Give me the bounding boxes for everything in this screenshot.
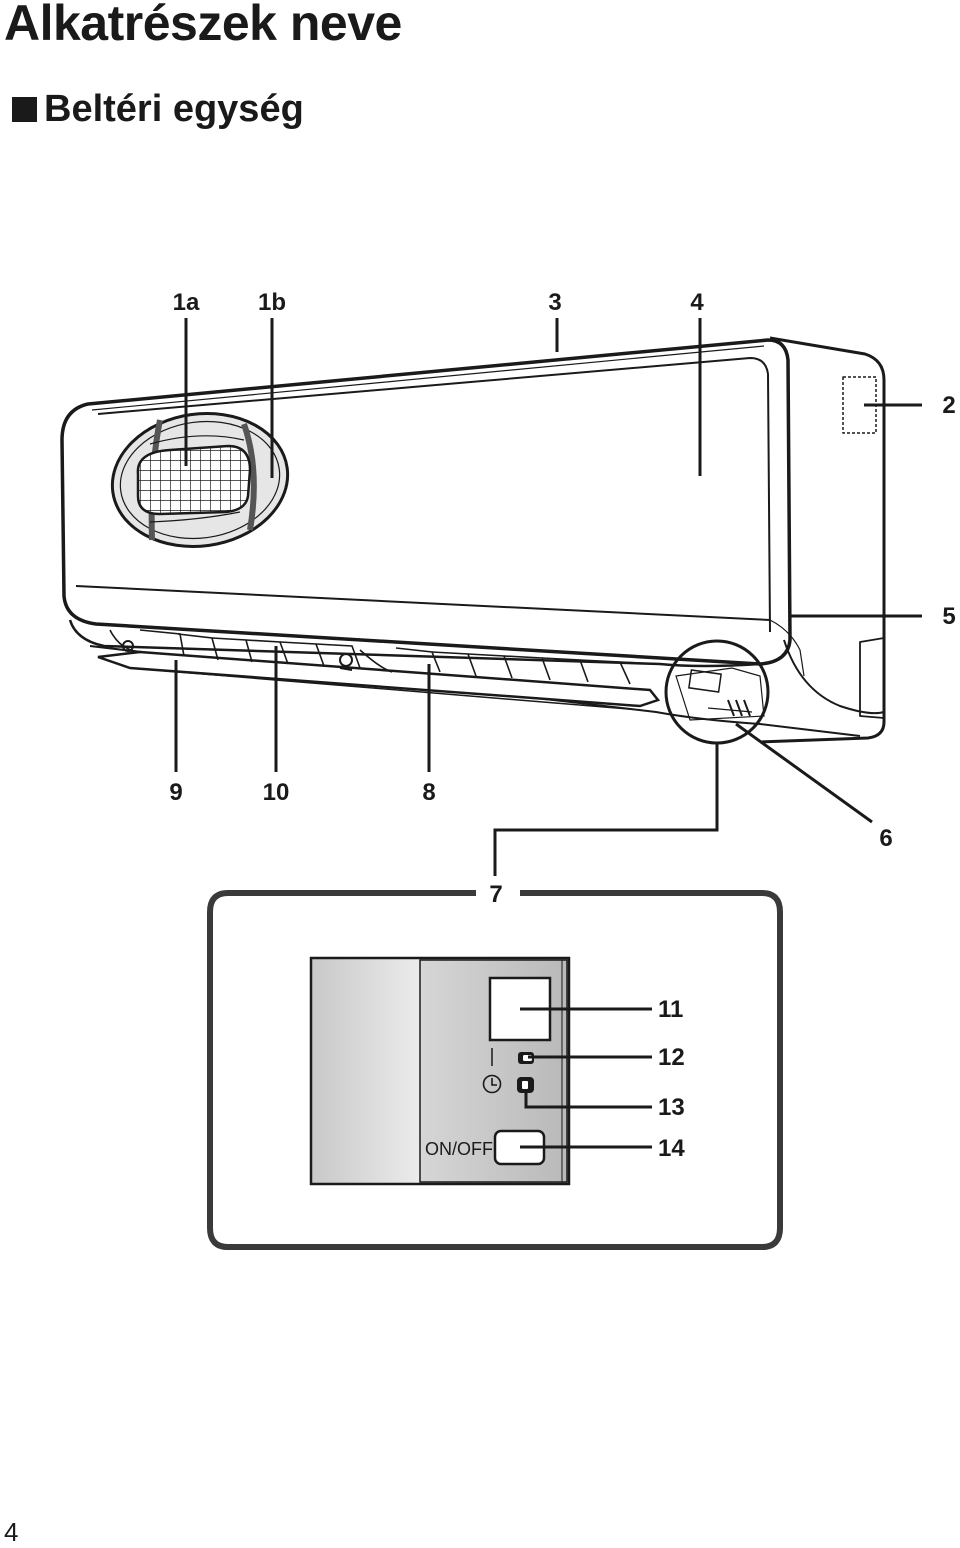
callout-9: 9 — [169, 779, 182, 806]
callout-1a: 1a — [173, 289, 200, 316]
callout-2: 2 — [942, 392, 955, 419]
callout-7: 7 — [489, 881, 502, 908]
section-heading-text: Beltéri egység — [44, 88, 304, 130]
air-filter-cutaway — [110, 412, 290, 548]
callout-6: 6 — [879, 825, 892, 852]
air-outlet-vanes — [109, 629, 661, 685]
callout-4: 4 — [690, 289, 704, 316]
callout-8: 8 — [422, 779, 435, 806]
callout-5: 5 — [942, 603, 955, 630]
callout-11: 11 — [658, 996, 683, 1023]
zoom-leader-lines — [520, 1007, 652, 1149]
zoom-detail-frame — [207, 890, 783, 1250]
page-title: Alkatrészek neve — [4, 0, 402, 51]
section-heading: Beltéri egység — [12, 88, 304, 131]
clock-icon — [482, 1074, 502, 1094]
callout-labels: 1a 1b 3 4 2 5 9 10 8 6 7 — [169, 289, 955, 908]
callout-1b: 1b — [258, 289, 286, 316]
callout-12: 12 — [658, 1044, 685, 1071]
indoor-panel-zoom-circle — [664, 639, 770, 745]
callout-10: 10 — [263, 779, 290, 806]
page-number: 4 — [4, 1517, 19, 1547]
onoff-label: ON/OFF — [425, 1139, 493, 1159]
callout-3: 3 — [548, 289, 561, 316]
leader-lines — [174, 318, 922, 876]
square-bullet-icon — [12, 97, 37, 122]
zoom-callout-labels: 11 12 13 14 — [658, 996, 685, 1162]
control-panel-closeup: ON/OFF — [309, 956, 571, 1186]
callout-13: 13 — [658, 1094, 685, 1121]
callout-14: 14 — [658, 1135, 685, 1162]
